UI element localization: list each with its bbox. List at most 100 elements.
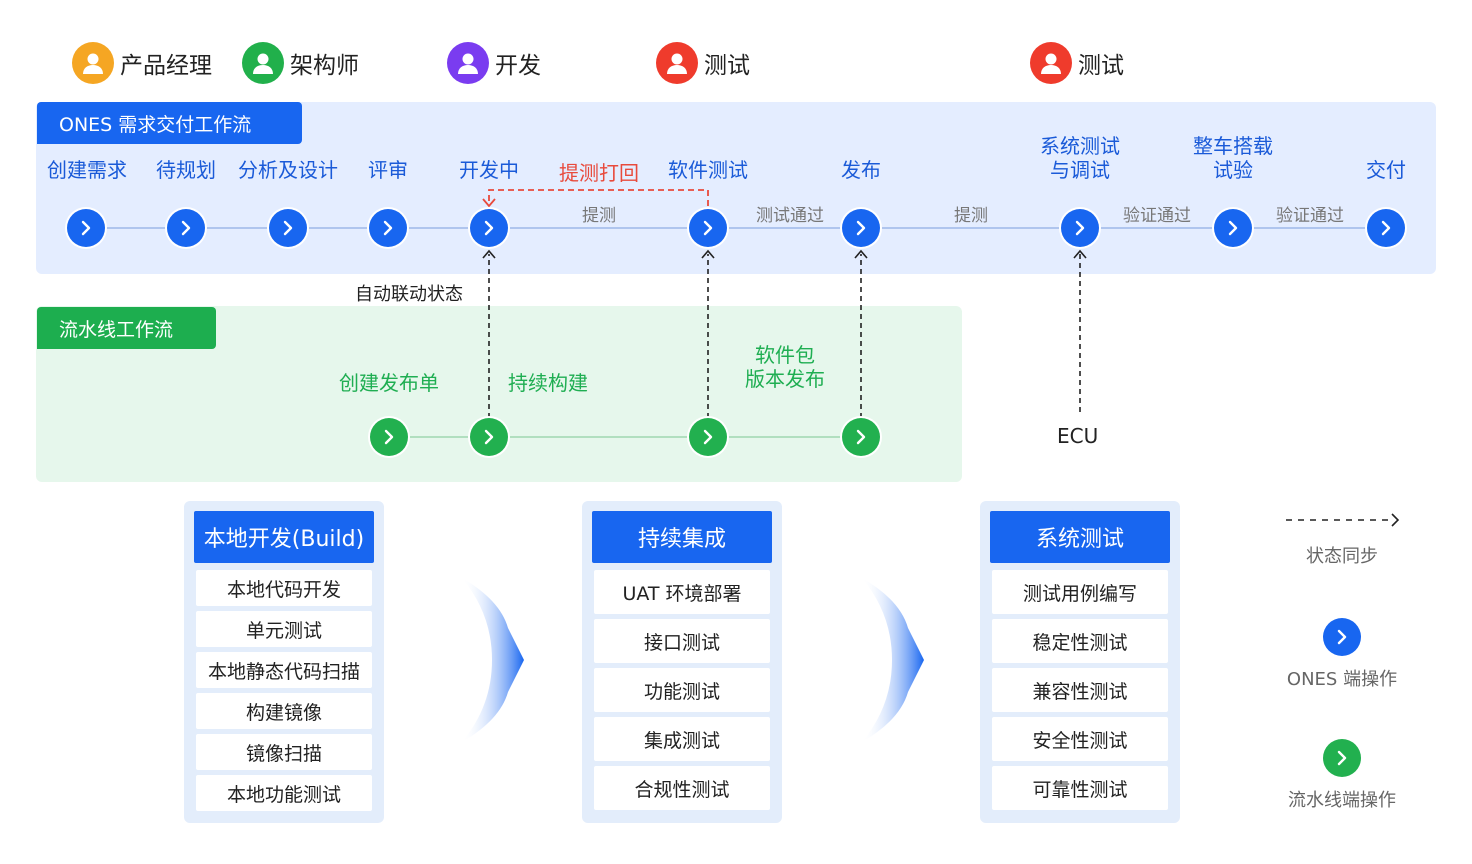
- pipeline-workflow-tag: 流水线工作流: [37, 307, 216, 349]
- ones-node[interactable]: [369, 209, 407, 247]
- chevron-right-icon: [703, 220, 713, 236]
- legend-ones-node: [1323, 618, 1361, 656]
- stage-software-test: 软件测试: [668, 158, 748, 182]
- ones-node[interactable]: [269, 209, 307, 247]
- reject-loop-arrow: [482, 198, 496, 208]
- stage-delivery: 交付: [1366, 158, 1406, 182]
- chevron-right-icon: [1075, 220, 1085, 236]
- ci-item: 功能测试: [594, 668, 770, 712]
- chevron-right-icon: [181, 220, 191, 236]
- stage-in-development: 开发中: [459, 158, 519, 182]
- chevron-right-icon: [856, 429, 866, 445]
- legend-sync-arrow: [1391, 513, 1400, 527]
- stage-system-test-debug: 系统测试 与调试: [1040, 134, 1120, 182]
- ones-node[interactable]: [689, 209, 727, 247]
- system-test-item: 安全性测试: [992, 717, 1168, 761]
- stage-package-release: 软件包 版本发布: [745, 343, 825, 391]
- role-label: 产品经理: [120, 53, 212, 79]
- stage-test-rejected: 提测打回: [559, 161, 639, 185]
- local-dev-item: 单元测试: [196, 611, 372, 647]
- user-avatar-icon: [656, 42, 698, 84]
- ones-node[interactable]: [1367, 209, 1405, 247]
- chevron-right-icon: [81, 220, 91, 236]
- ones-node[interactable]: [1061, 209, 1099, 247]
- chevron-right-icon: [484, 429, 494, 445]
- chevron-right-icon: [1228, 220, 1238, 236]
- chevron-right-icon: [703, 429, 713, 445]
- system-test-item: 测试用例编写: [992, 570, 1168, 614]
- chevron-right-icon: [1337, 750, 1347, 766]
- local-dev-item: 构建镜像: [196, 693, 372, 729]
- user-avatar-icon: [72, 42, 114, 84]
- system-test-item: 兼容性测试: [992, 668, 1168, 712]
- chevron-right-icon: [283, 220, 293, 236]
- continuous-integration-stack: 持续集成 UAT 环境部署 接口测试 功能测试 集成测试 合规性测试: [582, 501, 782, 823]
- ones-node[interactable]: [67, 209, 105, 247]
- pipeline-node[interactable]: [470, 418, 508, 456]
- local-dev-item: 本地代码开发: [196, 570, 372, 606]
- sync-arrow: [701, 249, 715, 259]
- chevron-right-icon: [1337, 629, 1347, 645]
- local-dev-item: 本地功能测试: [196, 775, 372, 811]
- legend-sync-label: 状态同步: [1306, 546, 1378, 567]
- chevron-right-icon: [384, 429, 394, 445]
- ones-node[interactable]: [1214, 209, 1252, 247]
- chevron-right-icon: [856, 220, 866, 236]
- local-dev-header: 本地开发(Build): [194, 511, 374, 563]
- flow-chevron-icon: [862, 578, 924, 742]
- system-test-header: 系统测试: [990, 511, 1170, 563]
- ci-item: UAT 环境部署: [594, 570, 770, 614]
- chevron-right-icon: [484, 220, 494, 236]
- sync-arrow: [1073, 249, 1087, 259]
- sync-arrow: [482, 249, 496, 259]
- stage-to-plan: 待规划: [156, 158, 216, 182]
- stage-continuous-build: 持续构建: [508, 371, 588, 395]
- local-dev-stack: 本地开发(Build) 本地代码开发 单元测试 本地静态代码扫描 构建镜像 镜像…: [184, 501, 384, 823]
- legend-ones-op-label: ONES 端操作: [1286, 669, 1398, 690]
- transition-test-passed: 测试通过: [756, 206, 824, 226]
- role-architect: 架构师: [242, 41, 359, 85]
- ones-workflow-tag: ONES 需求交付工作流: [37, 102, 302, 144]
- role-label: 测试: [1078, 53, 1124, 79]
- stage-review: 评审: [368, 158, 408, 182]
- transition-submit-test: 提测: [954, 206, 988, 226]
- stage-analysis-design: 分析及设计: [238, 158, 338, 182]
- chevron-right-icon: [383, 220, 393, 236]
- role-label: 架构师: [290, 53, 359, 79]
- stage-create-release-order: 创建发布单: [339, 371, 439, 395]
- system-test-item: 可靠性测试: [992, 766, 1168, 810]
- role-developer: 开发: [447, 41, 541, 85]
- system-test-stack: 系统测试 测试用例编写 稳定性测试 兼容性测试 安全性测试 可靠性测试: [980, 501, 1180, 823]
- user-avatar-icon: [447, 42, 489, 84]
- ones-node[interactable]: [167, 209, 205, 247]
- stage-create-requirement: 创建需求: [47, 158, 127, 182]
- pipeline-node[interactable]: [370, 418, 408, 456]
- user-avatar-icon: [242, 42, 284, 84]
- system-test-item: 稳定性测试: [992, 619, 1168, 663]
- chevron-right-icon: [1381, 220, 1391, 236]
- ci-item: 合规性测试: [594, 766, 770, 810]
- pipeline-node[interactable]: [842, 418, 880, 456]
- transition-submit-test: 提测: [582, 206, 616, 226]
- local-dev-item: 镜像扫描: [196, 734, 372, 770]
- legend-pipeline-op-label: 流水线端操作: [1288, 790, 1396, 811]
- reject-loop-line: [488, 189, 709, 206]
- transition-verified: 验证通过: [1276, 206, 1344, 226]
- ecu-label: ECU: [1057, 424, 1099, 448]
- role-label: 开发: [495, 53, 541, 79]
- role-system-tester: 测试: [1030, 41, 1124, 85]
- ones-node[interactable]: [470, 209, 508, 247]
- flow-chevron-icon: [462, 578, 524, 742]
- ones-node[interactable]: [842, 209, 880, 247]
- role-product-manager: 产品经理: [72, 41, 212, 85]
- pipeline-node[interactable]: [689, 418, 727, 456]
- stage-release: 发布: [841, 158, 881, 182]
- ci-item: 接口测试: [594, 619, 770, 663]
- legend-pipeline-node: [1323, 739, 1361, 777]
- local-dev-item: 本地静态代码扫描: [196, 652, 372, 688]
- transition-verified: 验证通过: [1123, 206, 1191, 226]
- stage-vehicle-trial: 整车搭载 试验: [1193, 134, 1273, 182]
- sync-arrow: [854, 249, 868, 259]
- auto-sync-label: 自动联动状态: [355, 284, 463, 305]
